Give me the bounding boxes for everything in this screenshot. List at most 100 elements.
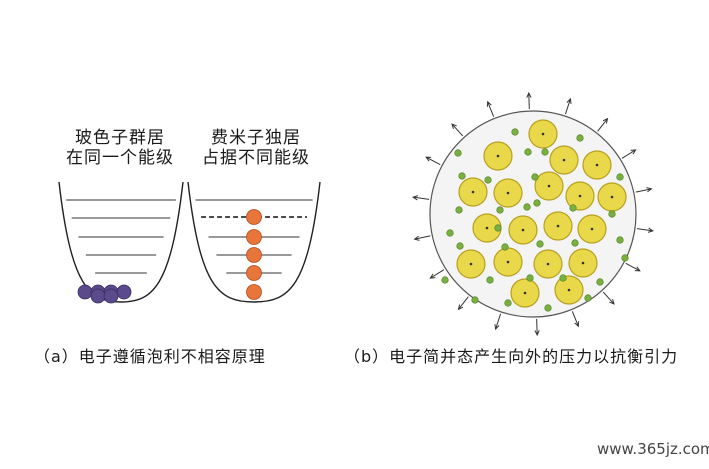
electron bbox=[504, 299, 512, 307]
pressure-arrowhead bbox=[646, 187, 653, 193]
pressure-arrowhead bbox=[486, 100, 492, 107]
fermion-particle-1 bbox=[246, 209, 262, 225]
nucleus-center bbox=[562, 158, 566, 162]
boson-particle bbox=[103, 288, 119, 304]
pressure-arrow bbox=[451, 123, 464, 137]
electron bbox=[441, 276, 449, 284]
boson-heading-line1: 玻色子群居 bbox=[75, 128, 165, 148]
nucleus-center bbox=[590, 227, 594, 231]
pressure-arrowhead bbox=[413, 235, 420, 241]
electron bbox=[541, 148, 549, 156]
pressure-arrowhead bbox=[534, 330, 540, 337]
nucleus-center bbox=[567, 288, 571, 292]
electron bbox=[446, 229, 454, 237]
electron bbox=[496, 206, 504, 214]
electron bbox=[523, 203, 531, 211]
electron bbox=[571, 239, 579, 247]
pressure-arrow bbox=[571, 311, 579, 327]
boson-well-curve bbox=[58, 181, 184, 303]
boson-heading: 玻色子群居 在同一个能级 bbox=[60, 128, 180, 168]
fermion-heading: 费米子独居 占据不同能级 bbox=[196, 128, 316, 168]
pressure-arrowhead bbox=[425, 156, 432, 162]
nucleus-center bbox=[521, 228, 525, 232]
nucleus-center bbox=[469, 262, 473, 266]
boson-well bbox=[58, 181, 184, 304]
pressure-arrowhead bbox=[457, 304, 464, 311]
electron bbox=[501, 243, 509, 251]
pressure-arrowhead bbox=[494, 324, 500, 331]
pressure-arrow bbox=[458, 296, 469, 310]
electron bbox=[544, 304, 552, 312]
pressure-arrow bbox=[597, 118, 608, 132]
pressure-arrowhead bbox=[566, 97, 572, 104]
pressure-arrow bbox=[602, 291, 615, 305]
nucleus-center bbox=[485, 226, 489, 230]
pressure-arrow bbox=[430, 269, 445, 279]
pressure-arrowhead bbox=[451, 123, 457, 130]
electron bbox=[526, 274, 534, 282]
pressure-arrow bbox=[495, 313, 502, 330]
fermion-heading-line1: 费米子独居 bbox=[211, 128, 301, 148]
pressure-arrow bbox=[487, 101, 495, 117]
electron bbox=[531, 173, 539, 181]
nuclei bbox=[456, 119, 627, 308]
electron bbox=[596, 278, 604, 286]
pressure-arrowhead bbox=[634, 266, 641, 272]
pressure-arrow bbox=[425, 156, 441, 166]
outward-arrows bbox=[412, 91, 654, 337]
pressure-arrow bbox=[413, 196, 430, 200]
electron bbox=[454, 149, 462, 157]
electron bbox=[559, 274, 567, 282]
fermion-well-curve bbox=[187, 181, 321, 303]
pressure-arrowhead bbox=[602, 117, 609, 124]
electron bbox=[524, 148, 532, 156]
degenerate-star bbox=[412, 91, 654, 337]
electron bbox=[536, 240, 544, 248]
nucleus-center bbox=[556, 224, 560, 228]
boson-particle bbox=[90, 288, 106, 304]
pressure-arrowhead bbox=[630, 149, 637, 155]
caption-a: （a）电子遵循泡利不相容原理 bbox=[34, 347, 266, 366]
nucleus-center bbox=[523, 291, 527, 295]
fermion-particle-2 bbox=[246, 229, 262, 245]
electron bbox=[486, 276, 494, 284]
fermion-particle-4 bbox=[246, 265, 262, 281]
pressure-arrow bbox=[536, 318, 538, 335]
caption-b: （b）电子简并态产生向外的压力以抗衡引力 bbox=[344, 347, 679, 366]
electron bbox=[484, 176, 492, 184]
fermion-particle-3 bbox=[246, 247, 262, 263]
pressure-arrowhead bbox=[647, 227, 654, 233]
nucleus-center bbox=[496, 154, 500, 158]
pressure-arrow bbox=[621, 149, 636, 159]
nucleus-center bbox=[541, 132, 545, 136]
fermion-well bbox=[187, 181, 321, 303]
fermion-particle-5 bbox=[246, 284, 262, 300]
pressure-arrow bbox=[635, 188, 652, 193]
pressure-arrow bbox=[528, 93, 530, 110]
electron bbox=[616, 236, 624, 244]
electron bbox=[533, 199, 541, 207]
watermark: www.365jz.com bbox=[597, 440, 709, 458]
boson-particle bbox=[116, 284, 132, 300]
nucleus-center bbox=[547, 184, 551, 188]
electron bbox=[621, 254, 629, 262]
fermion-heading-line2: 占据不同能级 bbox=[202, 148, 310, 168]
electron bbox=[494, 224, 502, 232]
electron bbox=[511, 128, 519, 136]
pressure-arrow bbox=[414, 235, 431, 240]
pressure-arrow bbox=[625, 262, 641, 272]
nucleus-center bbox=[506, 260, 510, 264]
nucleus-center bbox=[581, 261, 585, 265]
electron bbox=[616, 173, 624, 181]
electron bbox=[455, 206, 463, 214]
boson-particle bbox=[77, 284, 93, 300]
pressure-arrowhead bbox=[609, 298, 615, 305]
boson-heading-line2: 在同一个能级 bbox=[66, 148, 174, 168]
electron bbox=[458, 172, 466, 180]
nucleus-center bbox=[610, 195, 614, 199]
electron bbox=[576, 134, 584, 142]
pressure-arrowhead bbox=[574, 321, 580, 328]
pressure-arrow bbox=[564, 98, 571, 115]
